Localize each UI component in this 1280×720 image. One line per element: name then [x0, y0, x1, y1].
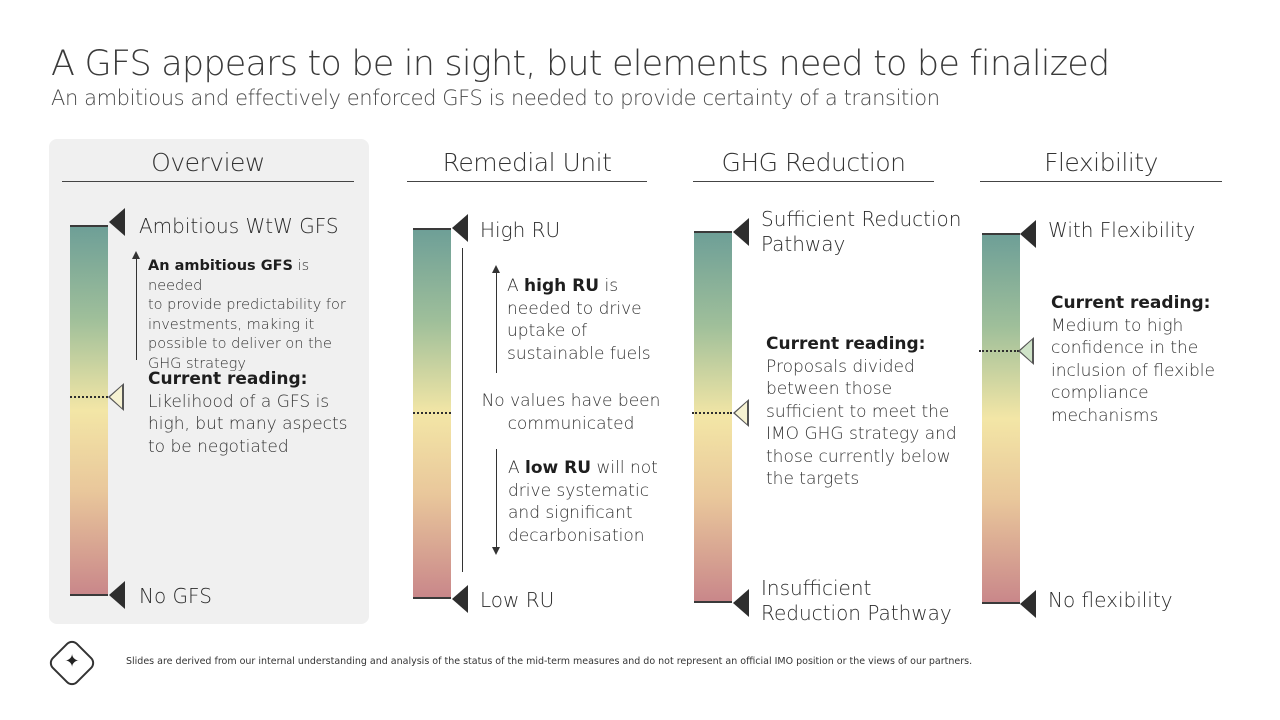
- ghg-bottom-line-2: Reduction Pathway: [761, 601, 952, 625]
- ghg-bottom-label: Insufficient Reduction Pathway: [761, 576, 952, 626]
- overview-note-line-1: is needed: [148, 258, 310, 294]
- overview-arrow-line: [136, 257, 137, 360]
- overview-note: An ambitious GFS is needed to provide pr…: [148, 257, 363, 374]
- remedial-low-note: A low RU will not drive systematic and s…: [508, 457, 658, 547]
- overview-gradient-bar: [70, 225, 108, 596]
- ghg-top-marker: [733, 218, 749, 246]
- overview-top-marker: [109, 208, 125, 236]
- flex-current-line: [979, 350, 1019, 352]
- remedial-low-a: A: [508, 458, 526, 478]
- ghg-current-line-6: the targets: [766, 469, 860, 489]
- footer-disclaimer: Slides are derived from our internal und…: [126, 656, 973, 667]
- overview-note-line-2: to provide predictability for: [148, 297, 346, 313]
- flex-current-line-5: mechanisms: [1051, 405, 1159, 426]
- ghg-heading: GHG Reduction: [721, 148, 906, 177]
- remedial-range-line: [462, 248, 463, 572]
- remedial-low-line-3: and significant: [508, 503, 633, 523]
- remedial-low-line-4: decarbonisation: [508, 525, 645, 546]
- flex-current-line-3: inclusion of flexible: [1051, 360, 1215, 381]
- ghg-current-marker: [733, 399, 749, 427]
- flex-bottom-label: No flexibility: [1048, 588, 1173, 612]
- flex-current-line-1: Medium to high: [1051, 315, 1184, 336]
- remedial-current-line: [413, 412, 451, 414]
- ghg-bottom-line-1: Insufficient: [761, 576, 872, 600]
- overview-current-line-3: to be negotiated: [148, 436, 289, 457]
- ghg-heading-rule: [693, 181, 934, 182]
- flex-current-title: Current reading:: [1051, 293, 1211, 313]
- overview-bottom-marker: [109, 581, 125, 609]
- remedial-high-note: A high RU is needed to drive uptake of s…: [507, 275, 657, 365]
- flex-bottom-marker: [1020, 590, 1036, 618]
- remedial-mid-note: No values have been communicated: [476, 390, 666, 435]
- overview-current-line-1: Likelihood of a GFS is: [148, 391, 330, 412]
- flex-heading-rule: [980, 181, 1222, 182]
- overview-note-line-5: GHG strategy: [148, 355, 246, 372]
- remedial-top-marker: [452, 214, 468, 242]
- overview-current-title: Current reading:: [148, 369, 308, 389]
- overview-note-line-4: possible to deliver on the: [148, 336, 332, 352]
- remedial-up-arrow-line: [496, 271, 497, 373]
- ghg-current-line-5: those currently below: [766, 446, 951, 467]
- ghg-current-line-4: IMO GHG strategy and: [766, 424, 957, 444]
- flex-current-reading: Current reading: Medium to high confiden…: [1051, 292, 1251, 427]
- sparkle-icon: ✦: [64, 651, 80, 672]
- ghg-top-label: Sufficient Reduction Pathway: [761, 207, 961, 257]
- remedial-mid-line-2: communicated: [507, 413, 635, 434]
- remedial-high-line-2: needed to drive: [507, 298, 642, 319]
- overview-current-line-2: high, but many aspects: [148, 414, 348, 434]
- remedial-heading: Remedial Unit: [442, 148, 612, 177]
- ghg-gradient-bar: [694, 231, 732, 603]
- ghg-current-line-2: between those: [766, 379, 893, 399]
- remedial-high-bold: high RU: [524, 276, 600, 296]
- flex-heading: Flexibility: [1044, 148, 1158, 177]
- remedial-low-line-2: drive systematic: [508, 480, 650, 501]
- remedial-high-line-4: sustainable fuels: [507, 343, 651, 364]
- remedial-mid-line-1: No values have been: [481, 391, 661, 411]
- ghg-current-line: [692, 412, 732, 414]
- overview-bottom-label: No GFS: [139, 584, 212, 608]
- page-subtitle: An ambitious and effectively enforced GF…: [51, 86, 940, 110]
- overview-current-reading: Current reading: Likelihood of a GFS is …: [148, 368, 363, 458]
- overview-note-line-3: investments, making it: [148, 316, 315, 333]
- overview-current-marker: [108, 383, 124, 411]
- remedial-bottom-label: Low RU: [480, 588, 555, 612]
- page-title: A GFS appears to be in sight, but elemen…: [51, 44, 1110, 84]
- flex-current-line-2: confidence in the: [1051, 338, 1199, 358]
- ghg-current-line-3: sufficient to meet the: [766, 401, 950, 422]
- remedial-down-arrow-line: [496, 449, 497, 548]
- remedial-high-a: A: [507, 276, 525, 296]
- flex-top-label: With Flexibility: [1048, 218, 1196, 242]
- ghg-current-line-1: Proposals divided: [766, 356, 915, 377]
- ghg-bottom-marker: [733, 589, 749, 617]
- ghg-current-reading: Current reading: Proposals divided betwe…: [766, 333, 966, 491]
- remedial-low-c: will not: [591, 458, 658, 478]
- remedial-down-arrow-head: [492, 547, 500, 555]
- remedial-heading-rule: [407, 181, 647, 182]
- overview-arrow-head: [132, 251, 140, 259]
- flex-current-line-4: compliance: [1051, 383, 1149, 403]
- ghg-top-line-1: Sufficient Reduction: [761, 207, 962, 231]
- remedial-up-arrow-head: [492, 265, 500, 273]
- overview-heading-rule: [62, 181, 354, 182]
- overview-heading: Overview: [151, 148, 265, 177]
- remedial-high-line-3: uptake of: [507, 321, 588, 341]
- remedial-low-bold: low RU: [525, 458, 592, 478]
- overview-note-bold: An ambitious GFS: [148, 258, 293, 274]
- remedial-bottom-marker: [452, 585, 468, 613]
- flex-gradient-bar: [982, 233, 1020, 604]
- remedial-high-c: is: [599, 276, 619, 296]
- ghg-current-title: Current reading:: [766, 334, 926, 354]
- flex-top-marker: [1020, 220, 1036, 248]
- flex-current-marker: [1018, 337, 1034, 365]
- ghg-top-line-2: Pathway: [761, 232, 846, 256]
- overview-top-label: Ambitious WtW GFS: [139, 214, 339, 238]
- overview-current-line: [70, 396, 108, 398]
- remedial-top-label: High RU: [480, 218, 561, 242]
